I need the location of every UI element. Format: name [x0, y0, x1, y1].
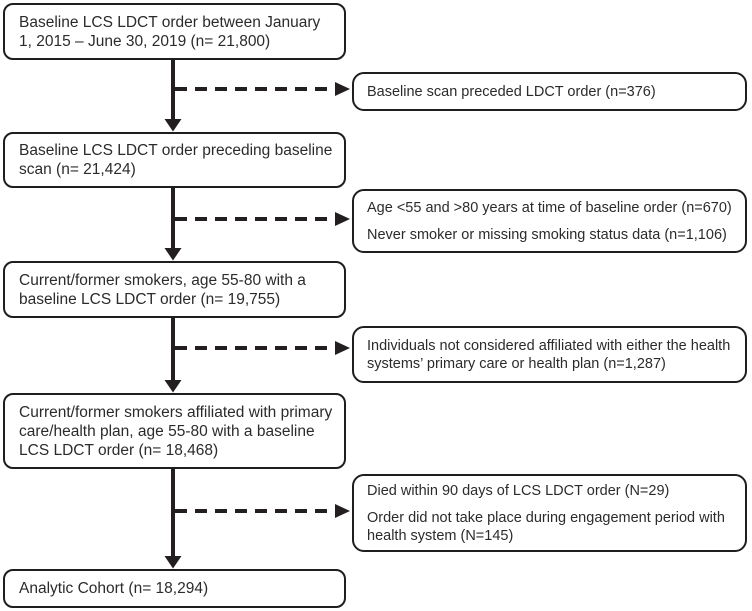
- down-arrow-4: [164, 468, 182, 569]
- exclusion-text-line: Never smoker or missing smoking status d…: [367, 226, 727, 243]
- exclusion-box-age-smoking: Age <55 and >80 years at time of baselin…: [352, 189, 747, 253]
- branch-arrow-3: [175, 341, 350, 355]
- exclusion-text-line: Died within 90 days of LCS LDCT order (N…: [367, 482, 670, 499]
- flow-box-text-line: scan (n= 21,424): [19, 161, 136, 178]
- down-arrow-2: [164, 187, 182, 261]
- flow-box-affiliated-smokers: Current/former smokers affiliated with p…: [3, 393, 346, 469]
- flow-box-text-line: Current/former smokers, age 55-80 with a: [19, 271, 306, 289]
- exclusion-text-line: Baseline scan preceded LDCT order (n=376…: [367, 83, 656, 100]
- exclusion-box-died-engagement: Died within 90 days of LCS LDCT order (N…: [352, 474, 747, 552]
- flow-box-smokers-55-80: Current/former smokers, age 55-80 with a…: [3, 261, 346, 318]
- flow-box-orders-preceding-scan: Baseline LCS LDCT order preceding baseli…: [3, 132, 346, 188]
- exclusion-text-line: systems’ primary care or health plan (n=…: [367, 355, 666, 372]
- flow-box-text-line: Baseline LCS LDCT order between January: [19, 13, 321, 31]
- exclusion-text-line: health system (N=145): [367, 527, 514, 544]
- flow-box-text-line: baseline LCS LDCT order (n= 19,755): [19, 290, 281, 308]
- exclusion-text-line: Age <55 and >80 years at time of baselin…: [367, 199, 732, 216]
- flow-box-text-line: Current/former smokers affiliated with p…: [19, 403, 333, 421]
- flow-box-text-line: care/health plan, age 55-80 with a basel…: [19, 422, 315, 440]
- flow-box-text-line: Analytic Cohort (n= 18,294): [19, 580, 209, 597]
- branch-arrow-1: [175, 82, 350, 96]
- flow-box-analytic-cohort: Analytic Cohort (n= 18,294): [3, 569, 346, 608]
- exclusion-box-not-affiliated: Individuals not considered affiliated wi…: [352, 326, 747, 383]
- branch-arrow-4: [175, 504, 350, 518]
- down-arrow-1: [164, 59, 182, 132]
- flow-box-text-line: LCS LDCT order (n= 18,468): [19, 441, 219, 459]
- branch-arrow-2: [175, 212, 350, 226]
- flow-box-text-line: 1, 2015 – June 30, 2019 (n= 21,800): [19, 32, 271, 50]
- exclusion-text-line: Order did not take place during engageme…: [367, 509, 725, 526]
- flow-box-text-line: Baseline LCS LDCT order preceding baseli…: [19, 142, 333, 159]
- exclusion-text-line: Individuals not considered affiliated wi…: [367, 337, 731, 354]
- down-arrow-3: [164, 317, 182, 393]
- flow-box-baseline-orders: Baseline LCS LDCT order between January …: [3, 3, 346, 60]
- exclusion-box-scan-preceded: Baseline scan preceded LDCT order (n=376…: [352, 72, 747, 111]
